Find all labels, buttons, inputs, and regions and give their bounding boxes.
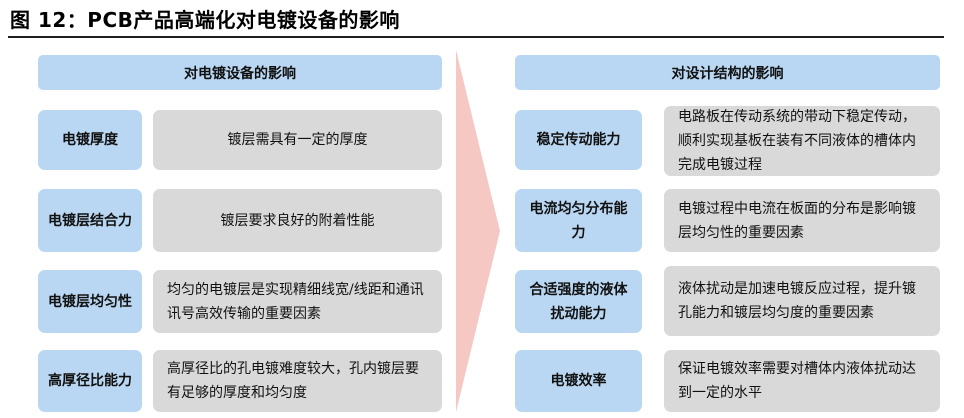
right-label-3: 合适强度的液体扰动能力 [515, 270, 642, 333]
right-label-2: 电流均匀分布能力 [515, 189, 642, 252]
left-desc-1: 镀层需具有一定的厚度 [153, 110, 442, 170]
left-label-4: 高厚径比能力 [38, 350, 142, 412]
right-header: 对设计结构的影响 [515, 55, 940, 90]
left-label-1: 电镀厚度 [38, 110, 142, 170]
flow-arrow-icon [456, 50, 500, 412]
right-desc-1: 电路板在传动系统的带动下稳定传动，顺利实现基板在装有不同液体的槽体内完成电镀过程 [664, 106, 940, 176]
left-desc-2: 镀层要求良好的附着性能 [153, 189, 442, 252]
left-desc-4: 高厚径比的孔电镀难度较大，孔内镀层要有足够的厚度和均匀度 [153, 350, 442, 412]
right-desc-3: 液体扰动是加速电镀反应过程，提升镀孔能力和镀层均匀度的重要因素 [664, 266, 940, 336]
right-desc-4: 保证电镀效率需要对槽体内液体扰动达到一定的水平 [664, 350, 940, 412]
title-divider [8, 36, 944, 38]
left-label-3: 电镀层均匀性 [38, 270, 142, 333]
right-label-4: 电镀效率 [515, 350, 642, 412]
right-label-1: 稳定传动能力 [515, 110, 642, 170]
left-header: 对电镀设备的影响 [38, 55, 442, 90]
right-desc-2: 电镀过程中电流在板面的分布是影响镀层均匀性的重要因素 [664, 189, 940, 252]
left-label-2: 电镀层结合力 [38, 189, 142, 252]
left-desc-3: 均匀的电镀层是实现精细线宽/线距和通讯讯号高效传输的重要因素 [153, 270, 442, 333]
figure-title: 图 12：PCB产品高端化对电镀设备的影响 [10, 8, 400, 32]
